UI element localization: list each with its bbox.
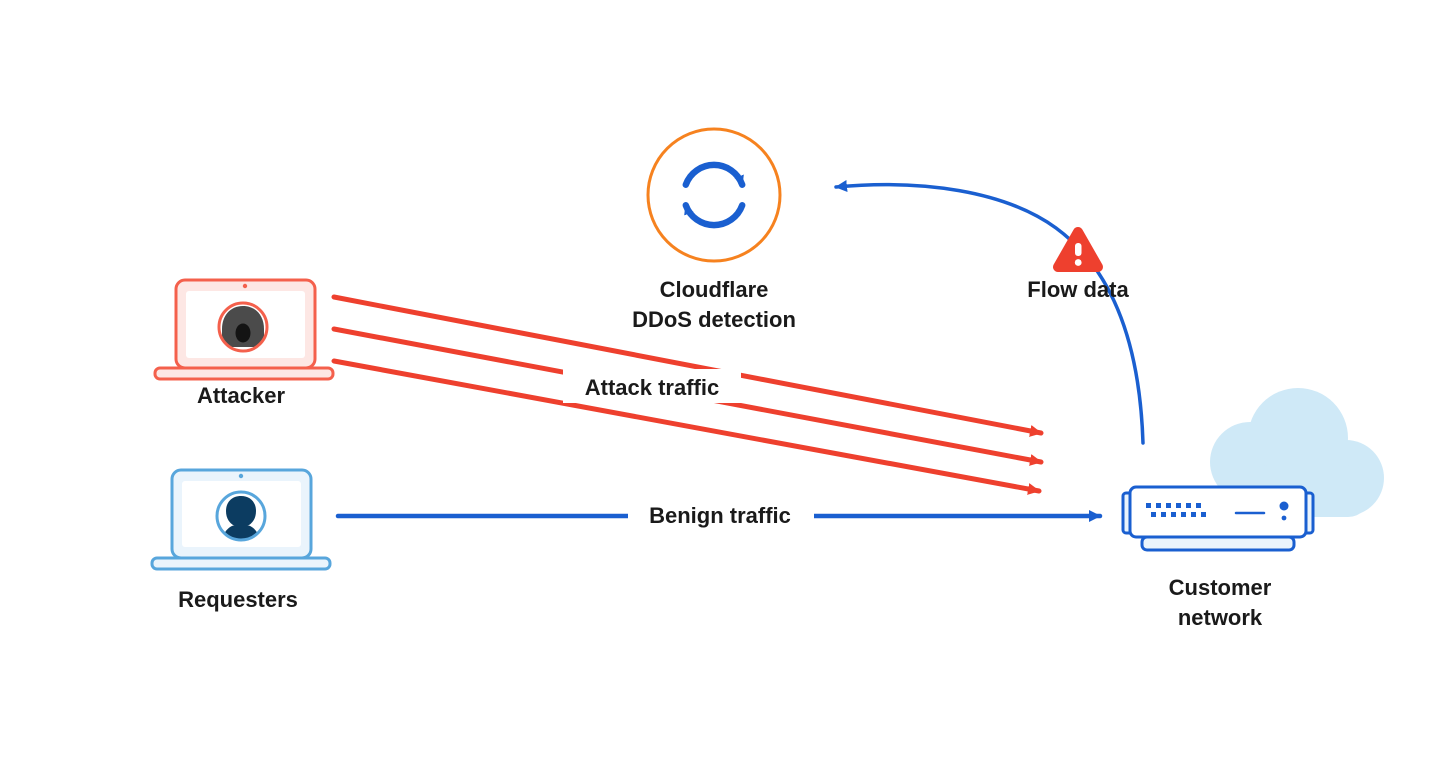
- benign-traffic-label: Benign traffic: [649, 503, 791, 528]
- cloudflare-label-line1: Cloudflare: [660, 277, 769, 302]
- camera-dot-icon: [242, 283, 248, 289]
- server-icon: [1121, 485, 1315, 552]
- customer-network-label-line1: Customer: [1169, 575, 1272, 600]
- camera-dot-icon: [238, 473, 244, 479]
- server-led-pattern: [1146, 503, 1206, 517]
- flow-data-label: Flow data: [1027, 277, 1129, 302]
- requesters-label: Requesters: [178, 587, 298, 612]
- attack-label-backdrop: [563, 369, 741, 403]
- flow-data-arrow: [834, 180, 1145, 445]
- attacker-laptop-icon: [153, 278, 335, 381]
- cloudflare-label-line2: DDoS detection: [632, 307, 796, 332]
- laptop-base: [153, 366, 335, 381]
- sync-icon: [682, 161, 746, 229]
- attacker-avatar: [222, 306, 264, 347]
- customer-network-label-line2: network: [1178, 605, 1263, 630]
- warning-icon: [1053, 227, 1103, 272]
- requester-laptop-icon: [150, 468, 332, 571]
- server-base: [1140, 535, 1296, 552]
- cloudflare-ddos-node: [646, 127, 782, 263]
- cloudflare-circle: [646, 127, 782, 263]
- laptop-base: [150, 556, 332, 571]
- attack-traffic-label: Attack traffic: [585, 375, 719, 400]
- benign-label-backdrop: [628, 499, 814, 532]
- attacker-label: Attacker: [197, 383, 285, 408]
